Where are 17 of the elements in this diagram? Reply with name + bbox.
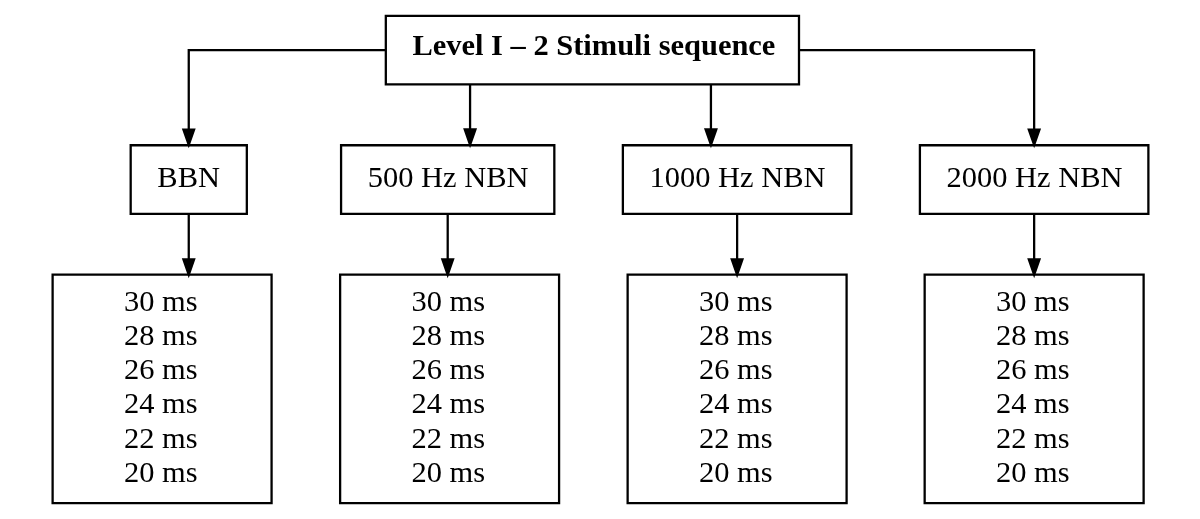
node-box: 30 ms 28 ms 26 ms 24 ms 22 ms 20 ms [338, 273, 560, 505]
node-box: BBN [129, 144, 248, 215]
arrow [462, 84, 477, 149]
node-box: 2000 Hz NBN [918, 144, 1150, 215]
arrow [181, 214, 196, 279]
arrow [798, 48, 1041, 149]
node-box: Level I – 2 Stimuli sequence [384, 14, 800, 86]
arrow [440, 214, 455, 279]
arrow [729, 214, 744, 279]
arrow [1026, 214, 1041, 279]
node-box: 30 ms 28 ms 26 ms 24 ms 22 ms 20 ms [923, 273, 1145, 505]
node-box: 30 ms 28 ms 26 ms 24 ms 22 ms 20 ms [51, 273, 273, 505]
node-box: 1000 Hz NBN [621, 144, 852, 215]
node-box: 500 Hz NBN [339, 144, 555, 215]
node-box: 30 ms 28 ms 26 ms 24 ms 22 ms 20 ms [626, 273, 848, 505]
arrow [181, 48, 385, 149]
arrow [703, 84, 718, 149]
